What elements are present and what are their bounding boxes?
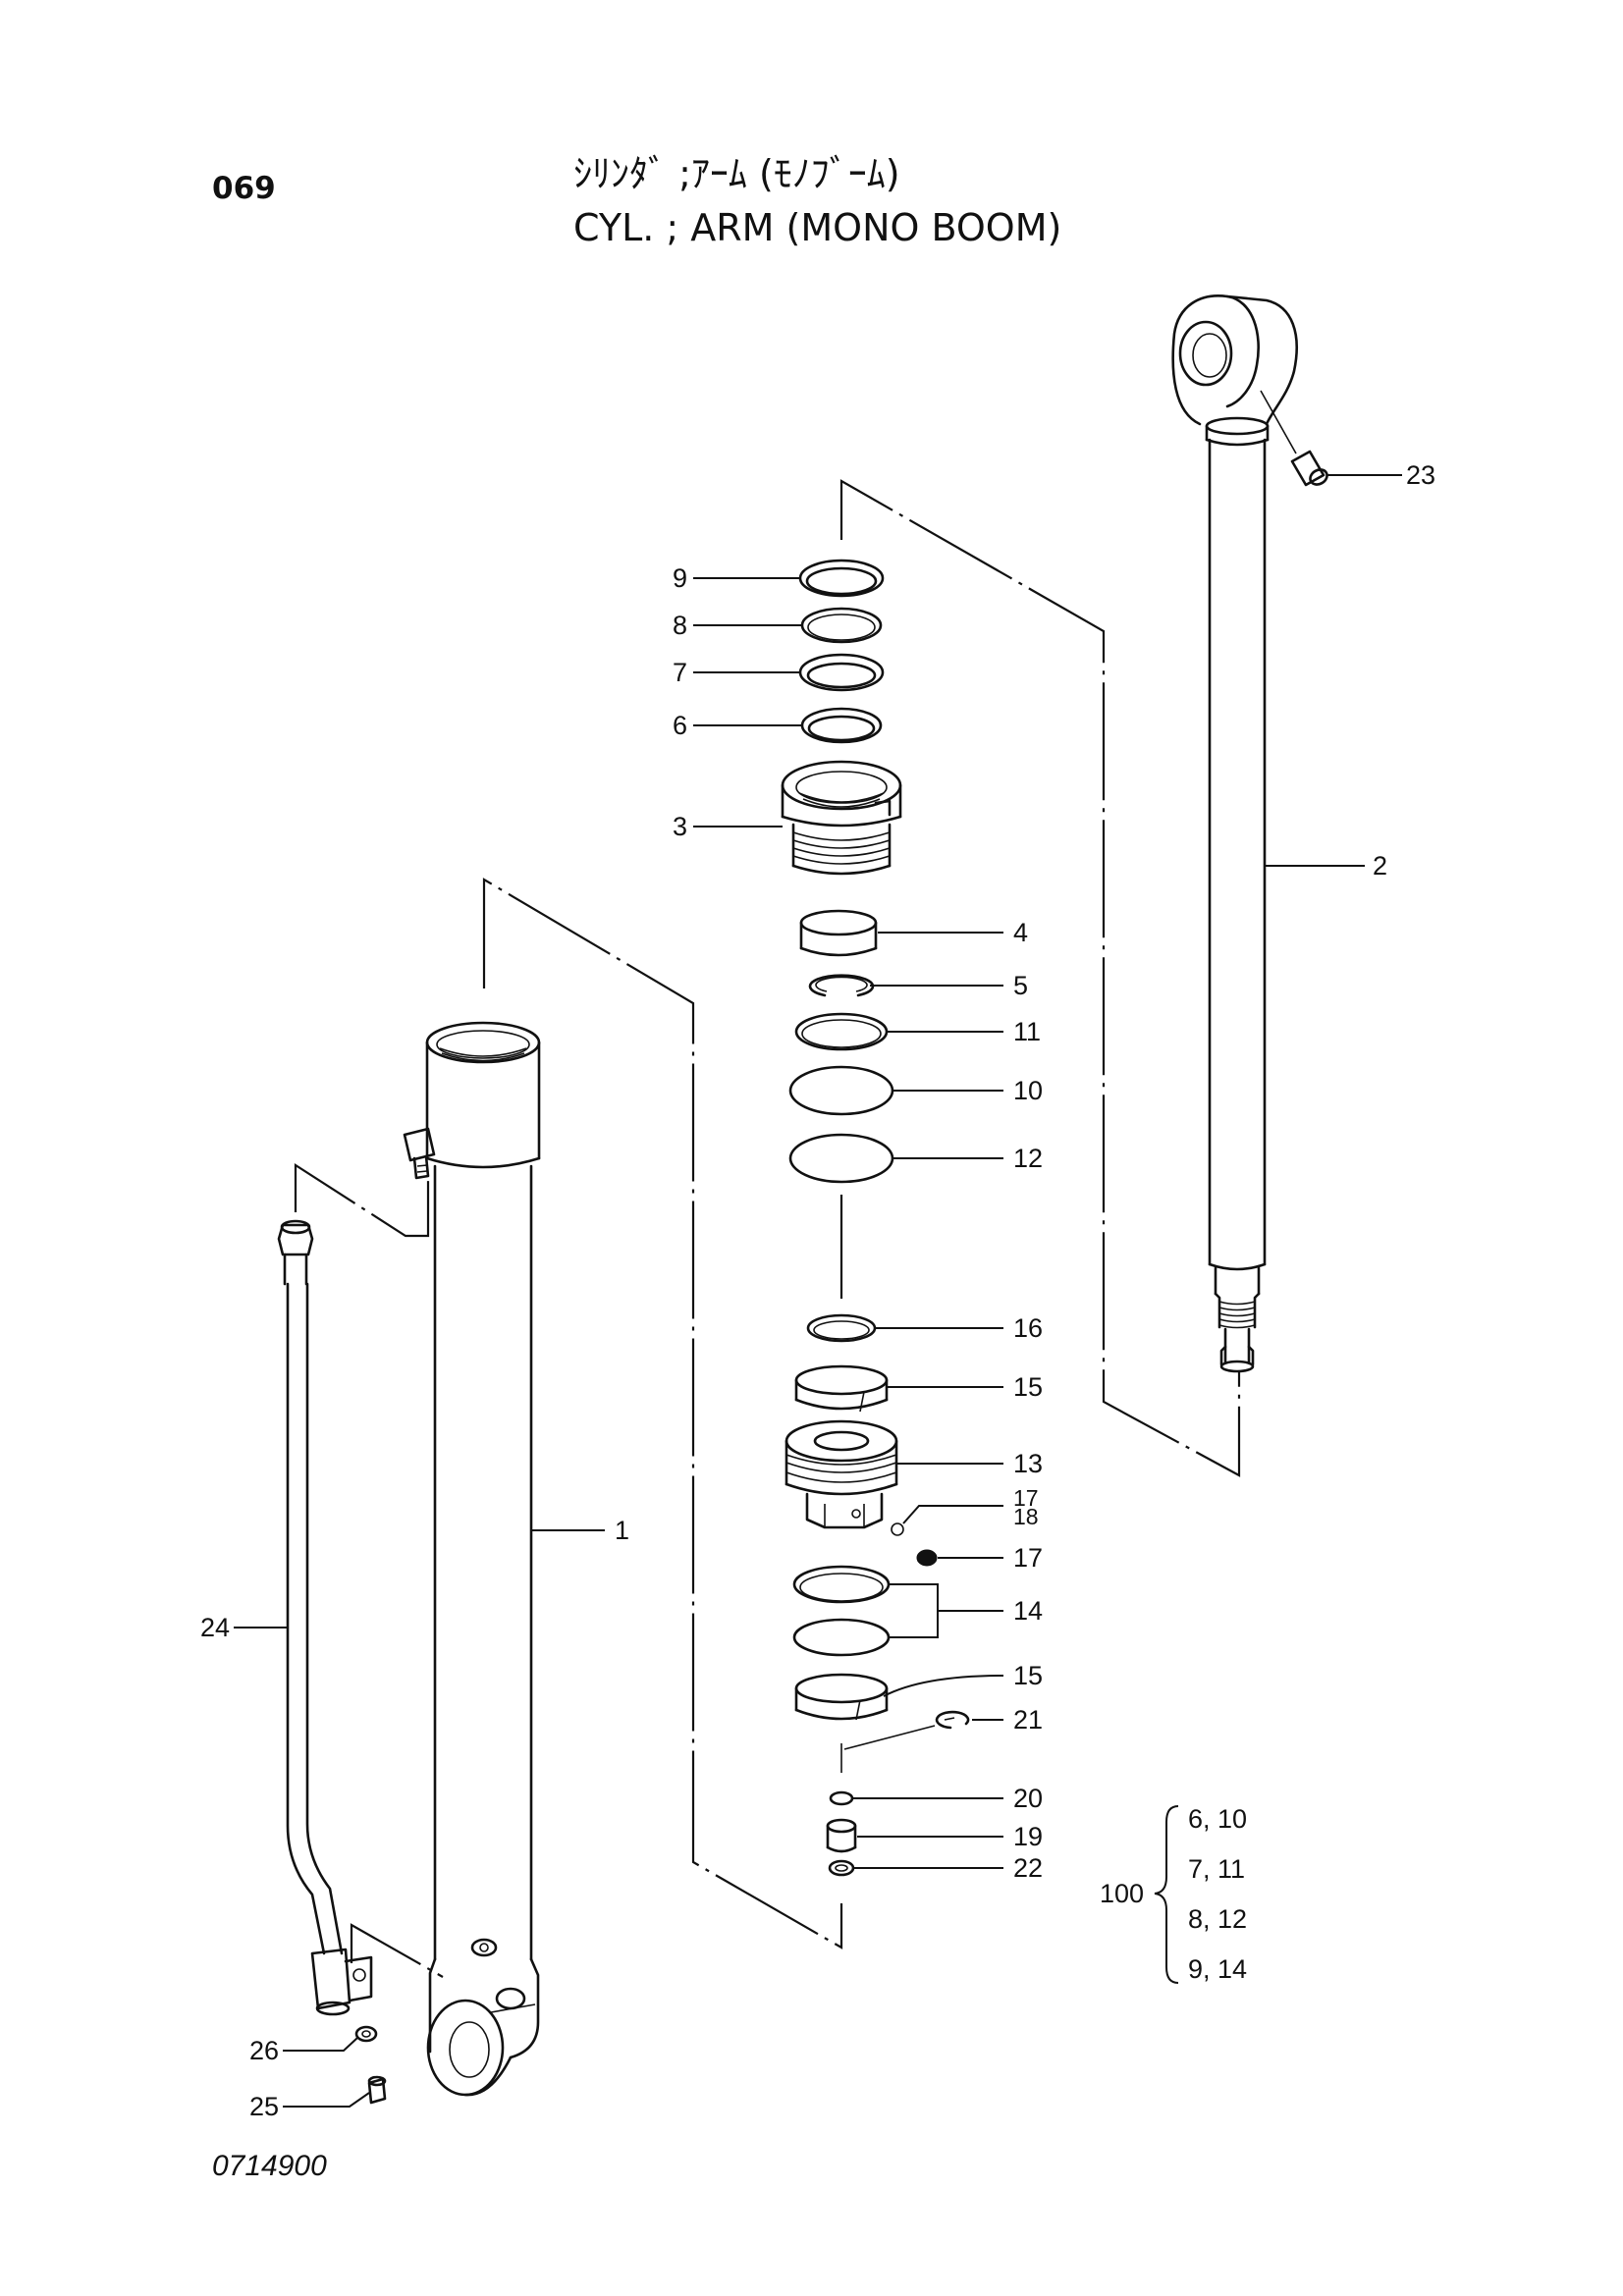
set-screw — [916, 1549, 938, 1567]
callout-9: 9 — [673, 563, 800, 593]
pipe-assembly — [277, 1219, 373, 2016]
collar — [826, 1818, 857, 1853]
callout-21: 21 — [972, 1705, 1043, 1735]
svg-text:9: 9 — [673, 563, 687, 593]
callout-11: 11 — [887, 1017, 1041, 1046]
piston-rod — [1171, 294, 1298, 1373]
callout-7: 7 — [673, 658, 800, 687]
svg-text:2: 2 — [1373, 851, 1387, 881]
assembly-line-rod — [839, 479, 1241, 1477]
assembly-line-snap — [843, 1725, 936, 1750]
bushing — [799, 909, 878, 957]
callout-16: 16 — [875, 1313, 1043, 1343]
svg-text:4: 4 — [1013, 918, 1028, 947]
svg-text:19: 19 — [1013, 1822, 1043, 1851]
svg-text:16: 16 — [1013, 1313, 1043, 1343]
svg-text:25: 25 — [249, 2092, 279, 2121]
callout-17-18: 17 18 — [902, 1485, 1039, 1529]
svg-text:1: 1 — [615, 1516, 629, 1545]
svg-text:23: 23 — [1406, 460, 1435, 490]
callout-12: 12 — [893, 1144, 1043, 1173]
drawing-code: 0714900 — [212, 2150, 327, 2182]
washer — [354, 2025, 378, 2043]
wear-ring-upper — [794, 1364, 889, 1413]
callout-24: 24 — [200, 1613, 288, 1642]
assembly-line-hose-bottom — [350, 1923, 444, 1978]
callout-6: 6 — [673, 711, 802, 740]
title-japanese: ｼﾘﾝﾀﾞ ;ｱｰﾑ (ﾓﾉﾌﾞｰﾑ) — [573, 152, 900, 195]
callout-5: 5 — [870, 971, 1028, 1000]
title-english: CYL. ; ARM (MONO BOOM) — [573, 206, 1061, 249]
piston — [784, 1419, 898, 1529]
svg-text:17: 17 — [1013, 1543, 1043, 1573]
svg-text:15: 15 — [1013, 1372, 1043, 1402]
callout-4: 4 — [878, 918, 1028, 947]
svg-text:17: 17 — [1013, 1485, 1039, 1511]
callout-23: 23 — [1327, 460, 1435, 490]
ring-22 — [828, 1859, 855, 1877]
callout-1: 1 — [531, 1516, 629, 1545]
callout-20: 20 — [853, 1784, 1043, 1813]
callout-19: 19 — [857, 1822, 1043, 1851]
callout-10: 10 — [893, 1076, 1043, 1105]
callout-13: 13 — [896, 1449, 1043, 1478]
svg-text:3: 3 — [673, 812, 687, 841]
svg-text:12: 12 — [1013, 1144, 1043, 1173]
page-number: 069 — [212, 171, 276, 206]
callout-15-lower: 15 — [883, 1661, 1043, 1697]
svg-text:26: 26 — [249, 2036, 279, 2065]
callout-14: 14 — [889, 1583, 1043, 1638]
kit-pair: 7, 11 — [1188, 1854, 1245, 1884]
callout-3: 3 — [673, 812, 783, 841]
kit-number: 100 — [1100, 1879, 1144, 1908]
snap-ring — [808, 974, 875, 997]
svg-text:5: 5 — [1013, 971, 1028, 1000]
kit-pair: 8, 12 — [1188, 1904, 1247, 1934]
svg-text:20: 20 — [1013, 1784, 1043, 1813]
kit-brace — [1154, 1805, 1179, 1984]
kit-pair: 6, 10 — [1188, 1804, 1247, 1834]
svg-text:6: 6 — [673, 711, 687, 740]
steel-ball — [891, 1522, 904, 1536]
cylinder-tube — [425, 1021, 541, 2097]
kit-pair: 9, 14 — [1188, 1954, 1247, 1984]
svg-text:24: 24 — [200, 1613, 230, 1642]
callout-17: 17 — [938, 1543, 1043, 1573]
assembly-line-tube — [482, 878, 843, 1949]
assembly-line-hose-top — [294, 1162, 430, 1238]
ring-20 — [829, 1790, 854, 1806]
retaining-ring — [935, 1710, 970, 1730]
kit-group: 100 6, 10 7, 11 8, 12 9, 14 — [1100, 1804, 1247, 1984]
svg-text:8: 8 — [673, 611, 687, 640]
svg-text:11: 11 — [1013, 1017, 1041, 1046]
grease-nipple — [1260, 390, 1328, 487]
elbow-fitting — [403, 1127, 436, 1180]
svg-text:10: 10 — [1013, 1076, 1043, 1105]
callout-22: 22 — [854, 1853, 1043, 1883]
callout-15-upper: 15 — [887, 1372, 1043, 1402]
callout-25: 25 — [249, 2092, 370, 2121]
svg-text:14: 14 — [1013, 1596, 1043, 1626]
bolt — [367, 2075, 387, 2105]
callout-2: 2 — [1265, 851, 1387, 881]
callout-26: 26 — [249, 2036, 358, 2065]
callout-8: 8 — [673, 611, 802, 640]
svg-text:18: 18 — [1013, 1504, 1039, 1529]
svg-text:7: 7 — [673, 658, 687, 687]
wear-ring-lower — [794, 1673, 889, 1721]
svg-text:22: 22 — [1013, 1853, 1043, 1883]
svg-text:21: 21 — [1013, 1705, 1043, 1735]
svg-text:15: 15 — [1013, 1661, 1043, 1690]
rod-gland — [781, 760, 902, 876]
svg-text:13: 13 — [1013, 1449, 1043, 1478]
